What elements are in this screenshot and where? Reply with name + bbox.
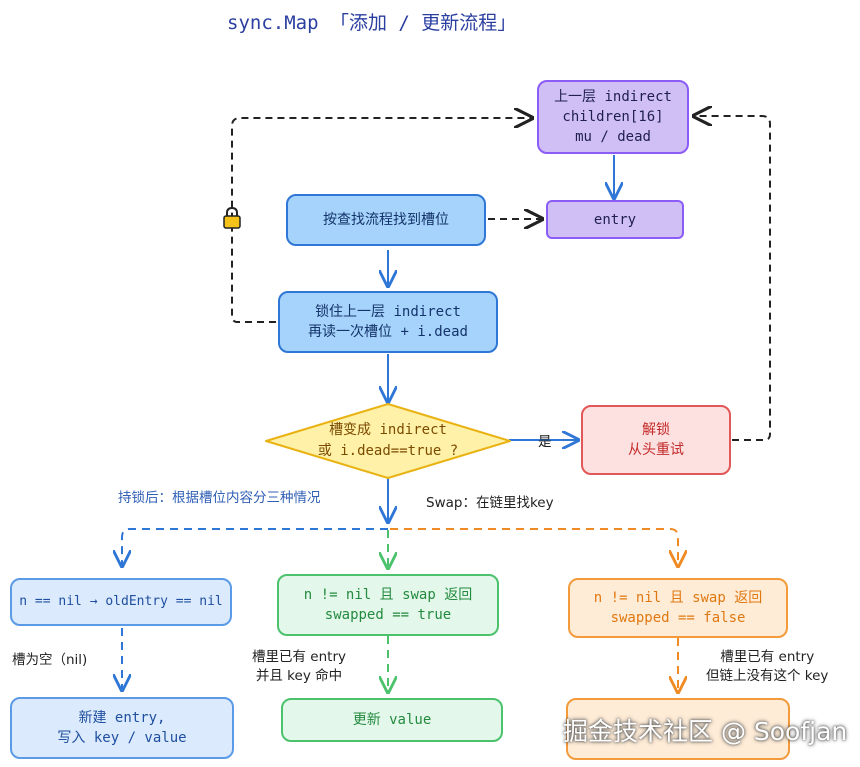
decision-text: 槽变成 indirect 或 i.dead==true ? <box>300 420 476 462</box>
swap-find-label: Swap：在链里找key <box>426 495 554 511</box>
lock-parent-node: 锁住上一层 indirect 再读一次槽位 + i.dead <box>278 291 498 353</box>
parent-line1: 上一层 indirect <box>554 89 672 105</box>
unlock-line2: 从头重试 <box>628 442 684 458</box>
find-slot-node: 按查找流程找到槽位 <box>286 194 486 246</box>
case-swap-true-node: n != nil 且 swap 返回 swapped == true <box>277 574 499 636</box>
slot-miss-label: 槽里已有 entry 但链上没有这个 key <box>706 648 828 686</box>
lock-icon <box>223 206 241 229</box>
case-true-line2: swapped == true <box>324 607 452 623</box>
branch-left-path <box>122 528 388 566</box>
decision-line2: 或 i.dead==true ? <box>317 443 459 459</box>
page-title: sync.Map 「添加 / 更新流程」 <box>227 12 517 34</box>
case-nil-node: n == nil → oldEntry == nil <box>10 578 232 626</box>
parent-line2: children[16] <box>562 109 664 125</box>
new-entry-line1: 新建 entry, <box>78 710 166 726</box>
parent-line3: mu / dead <box>575 129 651 145</box>
decision-line1: 槽变成 indirect <box>329 422 447 438</box>
decision-diamond <box>265 403 511 479</box>
case-swap-false-node: n != nil 且 swap 返回 swapped == false <box>568 578 788 638</box>
arrow-lock-to-parent <box>231 118 532 323</box>
slot-hit-line1: 槽里已有 entry <box>252 649 346 665</box>
lock-parent-line1: 锁住上一层 indirect <box>315 304 461 320</box>
unlock-line1: 解锁 <box>642 422 670 438</box>
entry-label: entry <box>593 211 637 228</box>
arrow-unlock-to-parent <box>694 116 771 441</box>
parent-indirect-node: 上一层 indirect children[16] mu / dead <box>537 80 689 154</box>
bottom-orange-node <box>566 698 790 760</box>
update-value-node: 更新 value <box>281 698 503 742</box>
after-lock-label: 持锁后：根据槽位内容分三种情况 <box>118 490 321 506</box>
watermark: 掘金技术社区 @ Soofjan <box>563 717 848 746</box>
new-entry-node: 新建 entry, 写入 key / value <box>10 697 234 759</box>
case-true-line1: n != nil 且 swap 返回 <box>303 587 473 603</box>
lock-parent-line2: 再读一次槽位 + i.dead <box>308 324 468 340</box>
find-slot-label: 按查找流程找到槽位 <box>323 212 449 228</box>
case-false-line1: n != nil 且 swap 返回 <box>593 590 763 606</box>
case-false-line2: swapped == false <box>610 610 746 626</box>
unlock-retry-node: 解锁 从头重试 <box>581 405 731 475</box>
yes-label: 是 <box>538 434 552 450</box>
slot-miss-line2: 但链上没有这个 key <box>706 668 829 684</box>
slot-hit-label: 槽里已有 entry 并且 key 命中 <box>252 648 346 686</box>
slot-hit-line2: 并且 key 命中 <box>255 668 343 684</box>
slot-empty-label: 槽为空（nil) <box>12 652 88 668</box>
new-entry-line2: 写入 key / value <box>57 730 187 746</box>
entry-node: entry <box>546 200 684 239</box>
case-nil-label: n == nil → oldEntry == nil <box>19 594 223 609</box>
update-value-label: 更新 value <box>352 712 432 728</box>
branch-right-path <box>390 528 678 566</box>
slot-miss-line1: 槽里已有 entry <box>720 649 815 665</box>
